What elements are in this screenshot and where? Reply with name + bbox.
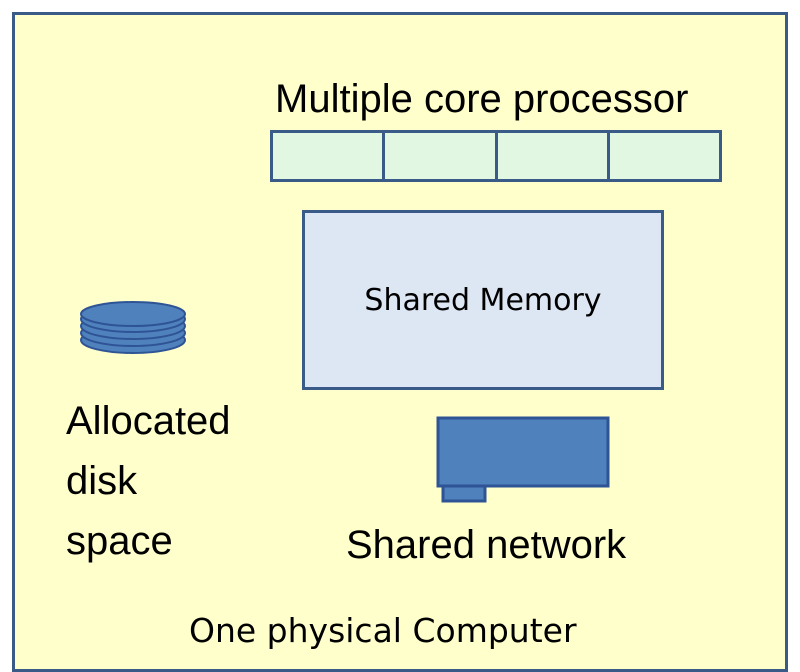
- processor-core: [610, 133, 719, 179]
- computer-label: One physical Computer: [189, 611, 577, 650]
- shared-memory-box: Shared Memory: [302, 210, 664, 390]
- multi-core-processor: [270, 130, 722, 182]
- disk-stack-icon: [80, 301, 186, 354]
- processor-core: [385, 133, 498, 179]
- processor-core: [498, 133, 610, 179]
- disk-label-line-3: space: [66, 519, 173, 563]
- disk-label-line-1: Allocated: [66, 399, 231, 443]
- processor-core: [273, 133, 386, 179]
- disk-label-line-2: disk: [66, 459, 138, 503]
- memory-label: Shared Memory: [364, 282, 602, 318]
- processor-label: Multiple core processor: [275, 77, 689, 121]
- network-card-icon: [436, 416, 610, 503]
- network-label: Shared network: [346, 523, 627, 567]
